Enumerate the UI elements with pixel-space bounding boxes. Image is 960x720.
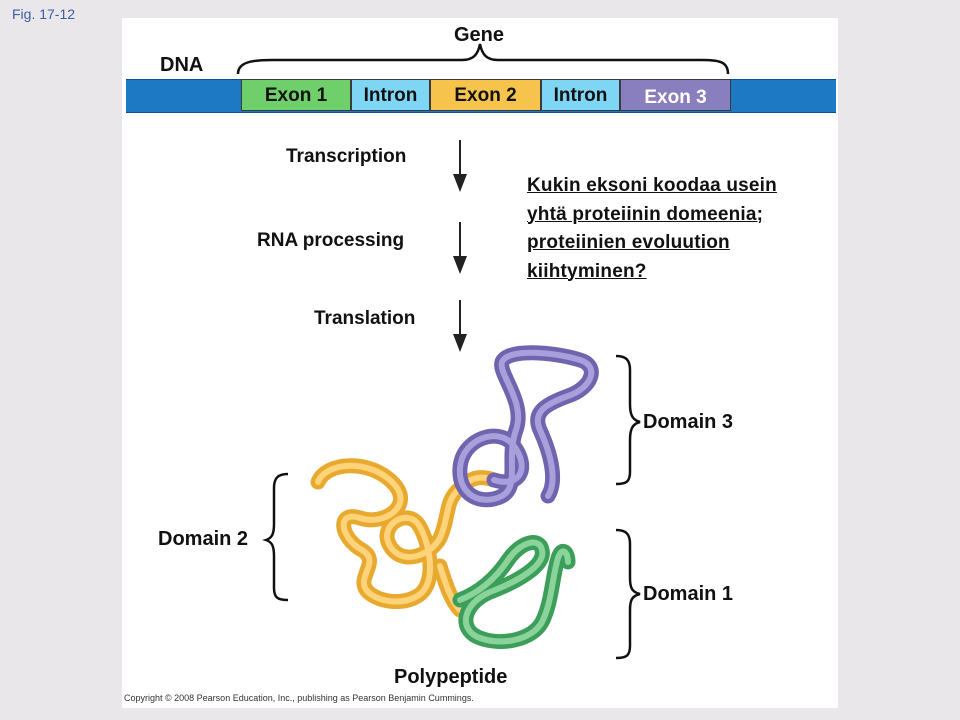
domain-2-label: Domain 2 bbox=[158, 528, 249, 550]
annotation-note: Kukin eksoni koodaa usein yhtä proteiini… bbox=[527, 172, 827, 286]
intron-2-segment: Intron bbox=[541, 79, 620, 111]
arrow-down-icon bbox=[453, 300, 467, 352]
note-line: kiihtyminen? bbox=[527, 260, 647, 282]
gene-brace bbox=[236, 43, 730, 75]
process-arrows bbox=[453, 140, 467, 352]
domain-3-label: Domain 3 bbox=[643, 411, 734, 433]
polypeptide-label: Polypeptide bbox=[394, 666, 508, 688]
copyright-notice: Copyright © 2008 Pearson Education, Inc.… bbox=[124, 693, 474, 703]
step-rna-processing: RNA processing bbox=[257, 230, 405, 251]
diagram-panel: Gene DNA Exon 1 Intron Exon 2 Intron Exo… bbox=[122, 18, 838, 708]
intron-1-segment: Intron bbox=[351, 79, 430, 111]
arrow-down-icon bbox=[453, 222, 467, 274]
polypeptide-illustration bbox=[262, 345, 641, 660]
step-translation: Translation bbox=[314, 308, 416, 329]
arrow-down-icon bbox=[453, 140, 467, 192]
dna-label: DNA bbox=[160, 54, 204, 76]
exon-1-segment: Exon 1 bbox=[241, 79, 351, 111]
figure-label: Fig. 17-12 bbox=[12, 6, 76, 22]
domain-1-brace bbox=[615, 528, 641, 660]
step-transcription: Transcription bbox=[286, 146, 407, 167]
note-line: yhtä proteiinin domeenia; bbox=[527, 203, 764, 225]
exon-3-segment: Exon 3 bbox=[620, 79, 731, 111]
domain-3-brace bbox=[615, 354, 641, 486]
exon-2-segment: Exon 2 bbox=[430, 79, 541, 111]
domain-1-label: Domain 1 bbox=[643, 583, 734, 605]
gene-title: Gene bbox=[454, 24, 505, 46]
domain-2-brace bbox=[262, 472, 289, 602]
note-line: Kukin eksoni koodaa usein bbox=[527, 175, 777, 196]
note-line: proteiinien evoluution bbox=[527, 232, 730, 253]
